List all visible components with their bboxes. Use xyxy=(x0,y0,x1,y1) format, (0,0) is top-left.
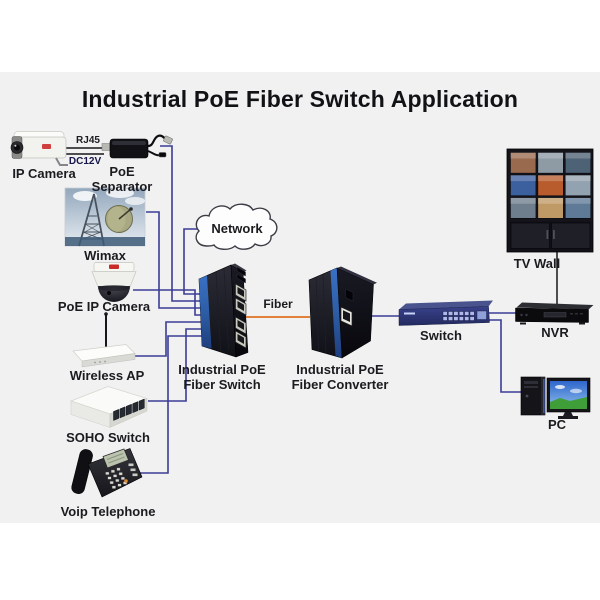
industrial-poe-fiber-converter-illustration xyxy=(308,266,377,359)
wireless-ap-illustration xyxy=(72,312,136,368)
industrial-poe-fiber-converter-label: Industrial PoE Fiber Converter xyxy=(291,362,389,393)
sfp-slot xyxy=(345,288,354,302)
network-cloud-illustration xyxy=(195,203,278,250)
switch-label: Switch xyxy=(420,328,462,343)
link-wimax-to-fiber-switch xyxy=(146,211,206,309)
tv-wall-screens xyxy=(510,152,591,219)
tv-wall-illustration xyxy=(506,148,594,253)
handset-icon xyxy=(71,449,93,494)
tv-wall-label: TV Wall xyxy=(513,256,561,271)
nvr-illustration xyxy=(515,302,594,325)
industrial-poe-fiber-switch-illustration xyxy=(198,263,249,358)
network-cloud-label: Network xyxy=(211,221,263,236)
camera-logo xyxy=(42,144,51,149)
phone-keypad xyxy=(105,467,128,489)
link-voip-telephone-to-fiber-switch xyxy=(138,335,206,474)
blue-stripe xyxy=(199,275,212,349)
wimax-label: Wimax xyxy=(84,248,126,263)
switch-ports xyxy=(442,311,475,321)
radio-tower-icon xyxy=(78,193,105,247)
poe-ip-camera-illustration xyxy=(91,262,137,302)
ip-camera-illustration xyxy=(10,131,68,166)
page-title: Industrial PoE Fiber Switch Application xyxy=(81,86,519,112)
wimax-illustration xyxy=(64,187,146,247)
link-wireless-ap-to-fiber-switch xyxy=(135,321,206,357)
ip-camera-label: IP Camera xyxy=(12,166,76,181)
pc-illustration xyxy=(520,376,591,419)
sfp-slots xyxy=(236,266,246,284)
cloud-icon xyxy=(195,203,278,250)
link-soho-switch-to-fiber-switch xyxy=(148,328,206,402)
poe-separator-label: PoE Separator xyxy=(91,164,153,195)
rj45-ports xyxy=(235,283,247,349)
dc12v-label: DC12V xyxy=(68,156,102,167)
soho-switch-label: SOHO Switch xyxy=(66,430,150,445)
pc-label: PC xyxy=(547,417,567,432)
nvr-display xyxy=(543,312,567,318)
camera-logo xyxy=(109,264,119,269)
poe-separator-illustration xyxy=(101,134,173,159)
diagram-background xyxy=(0,72,600,523)
fiber-label: Fiber xyxy=(263,297,293,311)
voip-telephone-label: Voip Telephone xyxy=(60,504,156,519)
nvr-label: NVR xyxy=(541,325,569,340)
switch-illustration xyxy=(398,300,493,326)
voip-telephone-illustration xyxy=(71,448,143,498)
switch-logo xyxy=(404,312,415,315)
tv-wall-cabinet-doors xyxy=(510,222,591,249)
rj45-label: RJ45 xyxy=(76,135,100,146)
wireless-ap-label: Wireless AP xyxy=(69,368,145,383)
blue-stripe xyxy=(330,268,342,358)
industrial-poe-fiber-switch-label: Industrial PoE Fiber Switch xyxy=(178,362,266,393)
rj45-port xyxy=(340,306,353,327)
soho-switch-illustration xyxy=(69,386,149,428)
ethernet-ports xyxy=(113,398,145,421)
link-switch-to-pc xyxy=(486,319,522,393)
link-poe-separator-to-fiber-switch xyxy=(160,145,206,302)
poe-ip-camera-label: PoE IP Camera xyxy=(57,299,151,314)
